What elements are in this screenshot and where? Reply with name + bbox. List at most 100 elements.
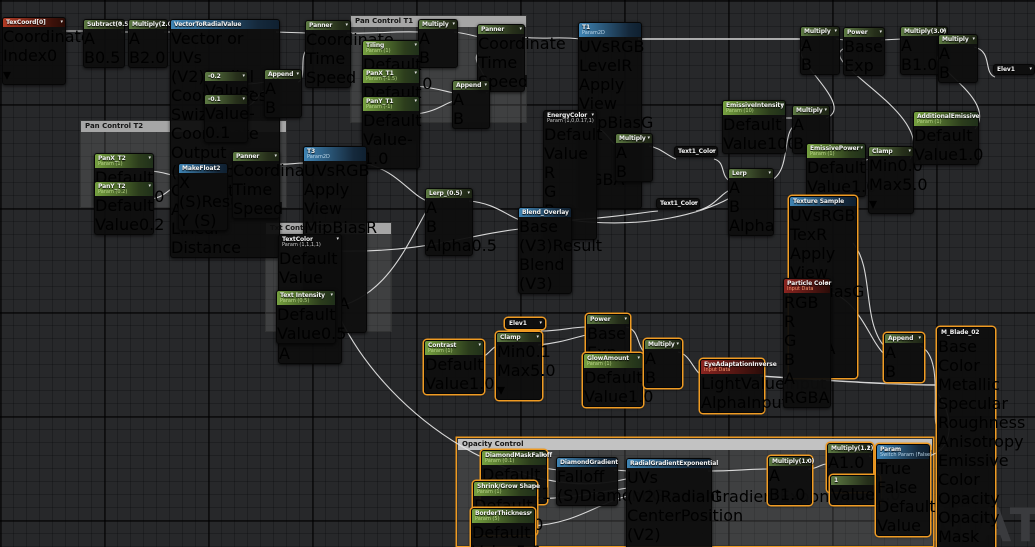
chevron-down-icon[interactable]: ▾ [879,29,882,35]
elev1_use-header[interactable]: Elev1▾ [506,319,544,328]
contrast-value-box-0[interactable]: 1.0 [468,374,495,393]
elev1_decl[interactable]: Elev1▾ [993,64,1035,75]
chevron-down-icon[interactable]: ▾ [148,183,151,189]
panner_c-header[interactable]: Panner▾ [233,152,279,161]
chevron-down-icon[interactable]: ▾ [119,21,122,27]
multiply_t1-header[interactable]: Multiply▾ [801,27,839,36]
power_b-header[interactable]: Power▾ [587,315,629,324]
panner_b-header[interactable]: Panner▾ [478,25,524,34]
chevron-down-icon[interactable]: ▾ [414,70,417,76]
mblade-header[interactable]: M_Blade_02 [938,328,994,337]
chevron-down-icon[interactable]: ▾ [467,190,470,196]
chevron-down-icon[interactable]: ▾ [539,320,542,326]
clamp_b-value-box-2[interactable]: 5.0 [530,361,556,380]
clamp_b-header[interactable]: Clamp▾ [497,333,541,342]
texcoord0[interactable]: TexCoord[0]▾Coordinate Index0▾ [2,17,91,85]
multiply_30-header[interactable]: Multiply(3.0)▾ [901,27,947,36]
const_n01-value-box-0[interactable]: -0.1 [205,104,255,142]
expand-chevron-icon[interactable]: ▾ [3,65,12,84]
diamondgradient-header[interactable]: DiamondGradient [557,458,618,467]
chevron-down-icon[interactable]: ▾ [536,334,539,340]
subtract-header[interactable]: Subtract(0.5)▾ [84,20,131,29]
chevron-down-icon[interactable]: ▾ [478,342,481,348]
const_1[interactable]: 1▾Value1.0 [830,475,900,505]
chevron-down-icon[interactable]: ▾ [162,21,165,27]
chevron-down-icon[interactable]: ▾ [825,280,828,286]
expand-chevron-icon[interactable]: ▾ [497,380,506,399]
append_pc-header[interactable]: Append▾ [885,334,923,343]
chevron-down-icon[interactable]: ▾ [972,36,975,42]
chevron-down-icon[interactable]: ▾ [336,236,339,242]
elev1_decl-header[interactable]: Elev1▾ [994,65,1034,74]
chevron-down-icon[interactable]: ▾ [148,155,151,161]
multiply2-value-box-1[interactable]: 2.0 [139,48,166,67]
text1color_use-header[interactable]: Text1_Color▾ [657,199,699,208]
lerp_t-header[interactable]: Lerp▾ [729,169,773,178]
chevron-down-icon[interactable]: ▾ [60,19,63,25]
borderthickness-value-box-0[interactable]: 5.0 [516,542,541,547]
append_a-header[interactable]: Append▾ [265,70,301,79]
multiply_ei-header[interactable]: Multiply▾ [793,106,829,115]
chevron-down-icon[interactable]: ▾ [242,73,245,79]
expand-chevron-icon[interactable]: ▾ [869,194,878,213]
chevron-down-icon[interactable]: ▾ [918,335,921,341]
multiply_12-header[interactable]: Multiply(1.2)▾ [828,444,873,453]
chevron-down-icon[interactable]: ▾ [780,102,783,108]
clamp_b-value-box-1[interactable]: 0.1 [525,342,551,361]
elev1_use[interactable]: Elev1▾ [505,318,545,329]
chevron-down-icon[interactable]: ▾ [806,458,809,464]
const_1-header[interactable]: 1▾ [831,476,879,485]
multiply2-header[interactable]: Multiply(2.0)▾ [129,20,174,29]
chevron-down-icon[interactable]: ▾ [712,148,715,154]
chevron-down-icon[interactable]: ▾ [541,452,544,458]
multiply_t2-header[interactable]: Multiply▾ [939,35,977,44]
pany_t2-value-box-0[interactable]: 0.2 [138,215,165,234]
chevron-down-icon[interactable]: ▾ [908,148,911,154]
chevron-down-icon[interactable]: ▾ [676,341,679,347]
glowamount-value-box-0[interactable]: 1.0 [627,387,654,406]
chevron-down-icon[interactable]: ▾ [694,200,697,206]
chevron-down-icon[interactable]: ▾ [519,26,522,32]
text1color_decl[interactable]: Text1_Color▾ [674,146,718,157]
const_n01-header[interactable]: -0.1▾ [205,95,247,104]
text1color_decl-header[interactable]: Text1_Color▾ [675,147,717,156]
additionalemissive-value-box-0[interactable]: 1.0 [957,145,984,164]
chevron-down-icon[interactable]: ▾ [867,445,870,451]
chevron-down-icon[interactable]: ▾ [973,113,976,119]
const_n01[interactable]: -0.1▾Value-0.1 [204,94,255,143]
chevron-down-icon[interactable]: ▾ [942,28,945,34]
